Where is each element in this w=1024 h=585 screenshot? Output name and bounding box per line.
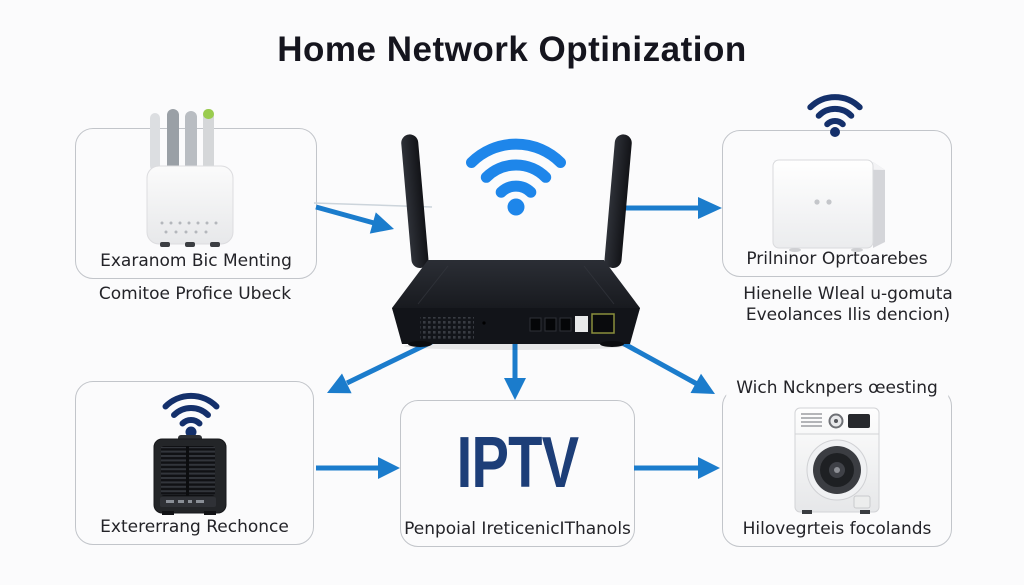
caption-line: Eveolances Ilis dencion): [745, 305, 951, 325]
door: [806, 439, 868, 501]
antenna-green-tip: [203, 109, 214, 119]
node-top-right-label: Prilninor Oprtoarebes: [746, 249, 928, 269]
caption-line: Hienelle Wleal u-gomuta: [743, 284, 953, 304]
extender-antennas: [150, 109, 214, 171]
node-iptv-box: IPTV Penpoial IreticenicIThanols: [400, 400, 635, 547]
router-illustration: [392, 134, 640, 350]
arrow-router-to-topright: [622, 197, 722, 219]
node-bottom-right-label: Hilovegrteis focolands: [742, 519, 932, 539]
router-vent-grille: [420, 317, 474, 339]
router-ports: [529, 313, 615, 334]
indicator-dot: [814, 199, 820, 205]
node-top-right-caption: Hienelle Wleal u-gomuta Eveolances Ilis …: [718, 284, 978, 326]
top-grille: [801, 413, 822, 427]
indicator-dot: [826, 199, 832, 205]
display-panel: [848, 414, 870, 428]
node-bottom-right-box: Wich Ncknpers œesting Hilovegrteis focol…: [722, 378, 952, 547]
iptv-heading: IPTV: [456, 423, 579, 503]
front-buttons: [166, 500, 204, 503]
arrow-iptv-to-bottomright: [634, 457, 720, 479]
node-top-left-label: Exaranom Bic Menting: [100, 251, 292, 271]
wifi-signal-icon: [807, 94, 863, 137]
extender-led-dots: [160, 221, 218, 234]
router-antenna-left: [401, 134, 429, 268]
node-bottom-right-legend: Wich Ncknpers œesting: [726, 378, 948, 398]
node-top-left-caption: Comitoe Profice Ubeck: [98, 284, 292, 304]
router-top-surface: [392, 260, 640, 308]
node-iptv-label: Penpoial IreticenicIThanols: [404, 519, 631, 539]
router-antenna-right: [604, 134, 632, 268]
media-device-illustration: [153, 435, 227, 515]
washing-machine-illustration: [794, 407, 880, 514]
wifi-signal-icon: [162, 392, 220, 438]
arrow-bottomleft-to-iptv: [316, 457, 400, 479]
page-title: Home Network Optinization: [277, 30, 747, 69]
node-bottom-left-box: Extererrang Rechonce: [75, 381, 314, 545]
arrow-topleft-to-router: [315, 204, 394, 234]
wifi-signal-icon: [466, 138, 566, 216]
node-bottom-left-label: Extererrang Rechonce: [100, 517, 289, 537]
range-extender-illustration: [772, 159, 885, 252]
extender-illustration: [146, 109, 234, 247]
